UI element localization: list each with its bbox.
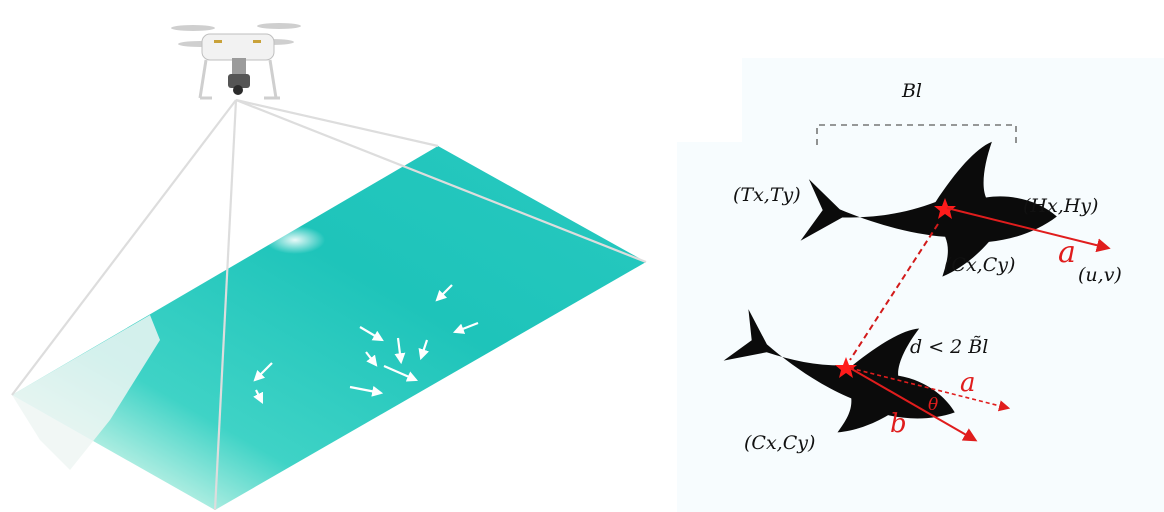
track-arrow: [253, 362, 273, 382]
major-axis-vector-bottom: [849, 367, 1011, 412]
tail-point-label: (Tx,Ty): [733, 184, 801, 206]
track-arrow: [253, 389, 263, 404]
track-arrow: [359, 326, 384, 342]
panel-background: [677, 58, 1164, 512]
velocity-label: (u,v): [1078, 264, 1122, 286]
minor-axis-label-bottom: b: [890, 409, 907, 439]
track-arrow: [452, 321, 479, 334]
track-arrow: [365, 351, 378, 367]
neighbor-distance-line: [849, 223, 939, 361]
centroid-label-top: (Cx,Cy): [944, 254, 1015, 276]
track-arrow: [383, 364, 419, 382]
drone-camera-scene: [11, 23, 647, 511]
camera-field-of-view: [11, 98, 647, 511]
head-point-label: (Hx,Hy): [1023, 195, 1098, 217]
star-marker-icon: [835, 357, 857, 378]
shark-track-arrows: [253, 284, 479, 404]
quadcopter-drone-icon: [171, 23, 301, 100]
sand-beach: [12, 315, 160, 470]
sun-glare: [265, 226, 325, 254]
shark-geometry-panel: Bl (Tx,Ty) (Hx,Hy) (Cx,Cy) (u,v) a d < 2…: [677, 58, 1164, 512]
minor-axis-vector-bottom: [849, 367, 978, 442]
major-axis-label-top: a: [1058, 235, 1076, 270]
track-arrow: [418, 339, 430, 361]
major-axis-vector-top: [946, 207, 1111, 253]
track-arrow: [435, 284, 453, 302]
distance-condition-label: d < 2 B̃l: [910, 336, 988, 358]
major-axis-label-bottom: a: [960, 368, 976, 398]
star-marker-icon: [934, 198, 956, 219]
angle-label: θ: [928, 395, 938, 415]
track-arrow: [349, 385, 384, 397]
body-length-label: Bl: [901, 80, 922, 102]
centroid-label-bottom: (Cx,Cy): [744, 432, 815, 454]
track-arrow: [394, 337, 406, 365]
water-surface: [12, 146, 646, 510]
